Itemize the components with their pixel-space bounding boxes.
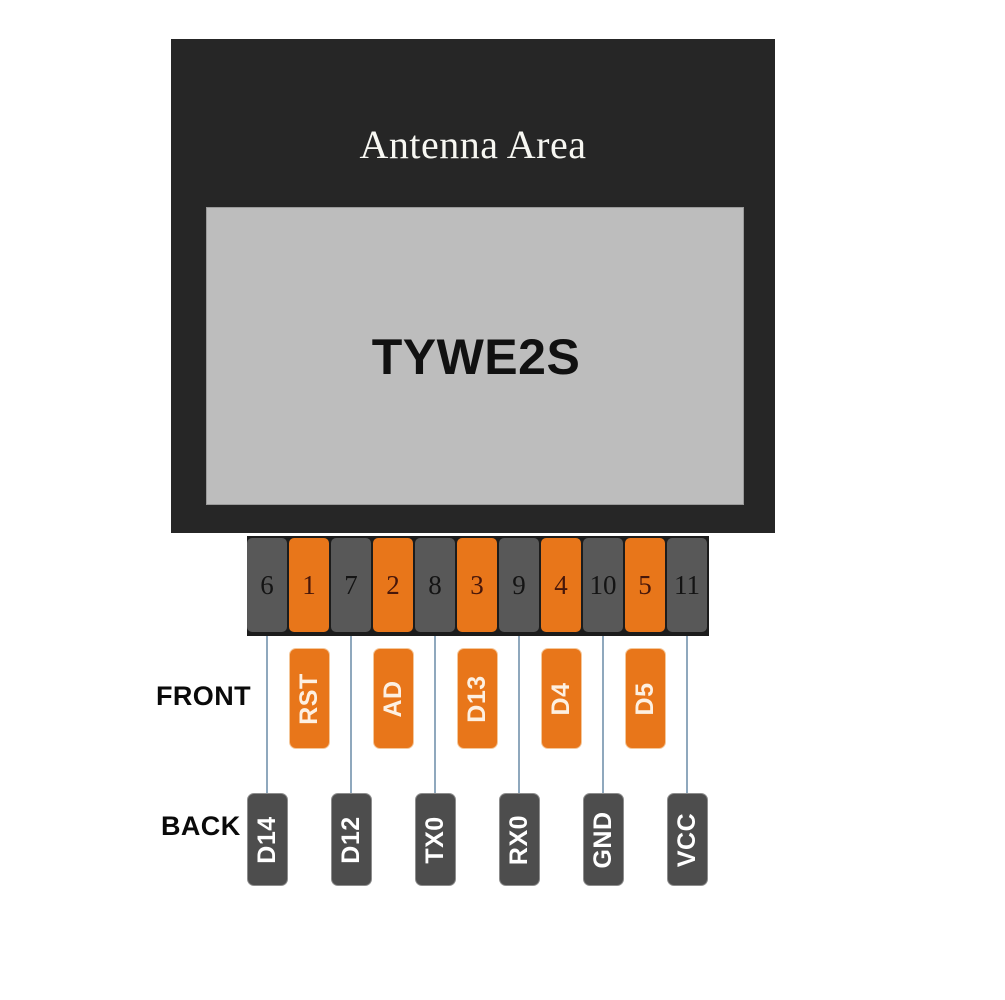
pin-number-label: 4 bbox=[554, 570, 568, 600]
back-signal-D14[interactable]: D14 bbox=[246, 793, 288, 886]
lead-line-VCC bbox=[686, 636, 688, 793]
pin-11[interactable]: 11 bbox=[667, 538, 707, 632]
pin-3[interactable]: 3 bbox=[457, 538, 497, 632]
pin-9[interactable]: 9 bbox=[499, 538, 539, 632]
back-row-label: BACK bbox=[161, 811, 241, 841]
back-signal-label: RX0 bbox=[505, 814, 533, 865]
lead-line-D14 bbox=[266, 636, 268, 793]
pin-number-label: 5 bbox=[638, 570, 652, 600]
lead-line-D12 bbox=[350, 636, 352, 793]
front-signal-AD[interactable]: AD bbox=[372, 648, 414, 749]
pin-8[interactable]: 8 bbox=[415, 538, 455, 632]
front-signal-RST[interactable]: RST bbox=[288, 648, 330, 749]
front-signal-label: AD bbox=[379, 679, 407, 718]
back-signal-label: GND bbox=[589, 810, 617, 869]
module-board: Antenna Area TYWE2S bbox=[171, 39, 775, 533]
pin-number-label: 8 bbox=[428, 570, 442, 600]
back-signal-RX0[interactable]: RX0 bbox=[498, 793, 540, 886]
antenna-area-label: Antenna Area bbox=[359, 122, 587, 167]
pin-number-label: 6 bbox=[260, 570, 274, 600]
pin-number-label: 2 bbox=[386, 570, 400, 600]
pin-number-label: 10 bbox=[589, 570, 617, 600]
pin-number-label: 3 bbox=[470, 570, 484, 600]
back-signal-VCC[interactable]: VCC bbox=[666, 793, 708, 886]
pin-4[interactable]: 4 bbox=[541, 538, 581, 632]
lead-line-GND bbox=[602, 636, 604, 793]
pin-2[interactable]: 2 bbox=[373, 538, 413, 632]
back-signal-GND[interactable]: GND bbox=[582, 793, 624, 886]
front-row-label: FRONT bbox=[156, 681, 251, 711]
front-signal-D4[interactable]: D4 bbox=[540, 648, 582, 749]
pin-10[interactable]: 10 bbox=[583, 538, 623, 632]
pin-number-label: 7 bbox=[344, 570, 358, 600]
pin-1[interactable]: 1 bbox=[289, 538, 329, 632]
back-signal-label: VCC bbox=[673, 812, 701, 867]
module-part-number-label: TYWE2S bbox=[371, 329, 581, 385]
pin-6[interactable]: 6 bbox=[247, 538, 287, 632]
front-signal-D13[interactable]: D13 bbox=[456, 648, 498, 749]
pin-number-label: 1 bbox=[302, 570, 316, 600]
pin-number-label: 9 bbox=[512, 570, 526, 600]
front-signal-label: D5 bbox=[631, 682, 659, 715]
back-signal-label: TX0 bbox=[421, 815, 449, 864]
lead-line-RX0 bbox=[518, 636, 520, 793]
front-signal-label: D4 bbox=[547, 682, 575, 715]
back-signal-TX0[interactable]: TX0 bbox=[414, 793, 456, 886]
back-signal-D12[interactable]: D12 bbox=[330, 793, 372, 886]
pin-5[interactable]: 5 bbox=[625, 538, 665, 632]
back-signal-label: D12 bbox=[337, 815, 365, 864]
pin-number-label: 11 bbox=[674, 570, 700, 600]
rf-shield-can: TYWE2S bbox=[206, 207, 744, 505]
front-signal-label: RST bbox=[295, 672, 323, 725]
pin-7[interactable]: 7 bbox=[331, 538, 371, 632]
back-signal-label: D14 bbox=[253, 815, 281, 864]
lead-line-TX0 bbox=[434, 636, 436, 793]
front-signal-label: D13 bbox=[463, 674, 491, 723]
front-signal-D5[interactable]: D5 bbox=[624, 648, 666, 749]
